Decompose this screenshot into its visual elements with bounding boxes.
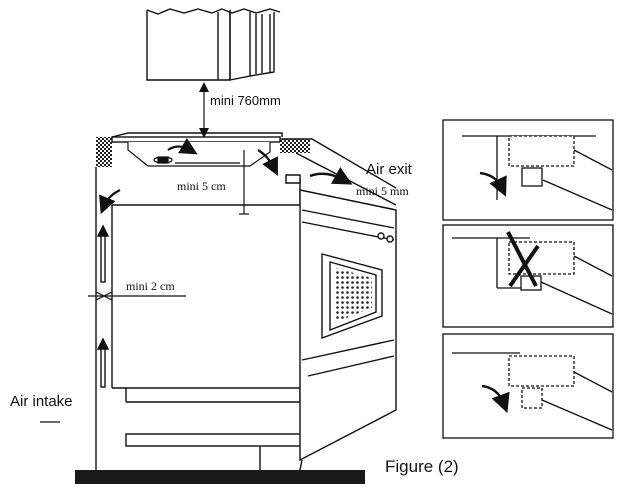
worktop-left-hatch bbox=[96, 137, 112, 167]
air-intake-arrows bbox=[96, 224, 110, 388]
top-gap-label: mini 5 cm bbox=[177, 179, 226, 193]
worktop-right-hatch bbox=[280, 139, 310, 153]
floor-slab bbox=[75, 470, 365, 484]
air-exit-label: Air exit bbox=[366, 161, 413, 178]
side-gap-label: mini 2 cm bbox=[126, 279, 175, 293]
hood-clearance-label: mini 760mm bbox=[210, 93, 281, 108]
detail-panel-1 bbox=[442, 119, 614, 221]
prohibited-icon bbox=[506, 231, 540, 288]
air-intake-label: Air intake bbox=[10, 393, 73, 410]
figure-caption: Figure (2) bbox=[385, 457, 459, 476]
kitchen-cabinet bbox=[95, 167, 305, 470]
hob-unit bbox=[127, 142, 271, 167]
side-gap-dimension bbox=[88, 291, 186, 301]
hood-clearance-dimension bbox=[199, 82, 209, 138]
airflow-arrows-top bbox=[99, 137, 278, 215]
range-hood bbox=[146, 8, 281, 81]
exit-gap-label: mini 5 mm bbox=[356, 184, 409, 198]
air-exit-arrow bbox=[309, 166, 353, 185]
detail-panel-2 bbox=[442, 224, 614, 328]
top-gap-dimension bbox=[239, 150, 249, 215]
cooker bbox=[285, 174, 397, 471]
detail-panel-3 bbox=[442, 333, 614, 439]
